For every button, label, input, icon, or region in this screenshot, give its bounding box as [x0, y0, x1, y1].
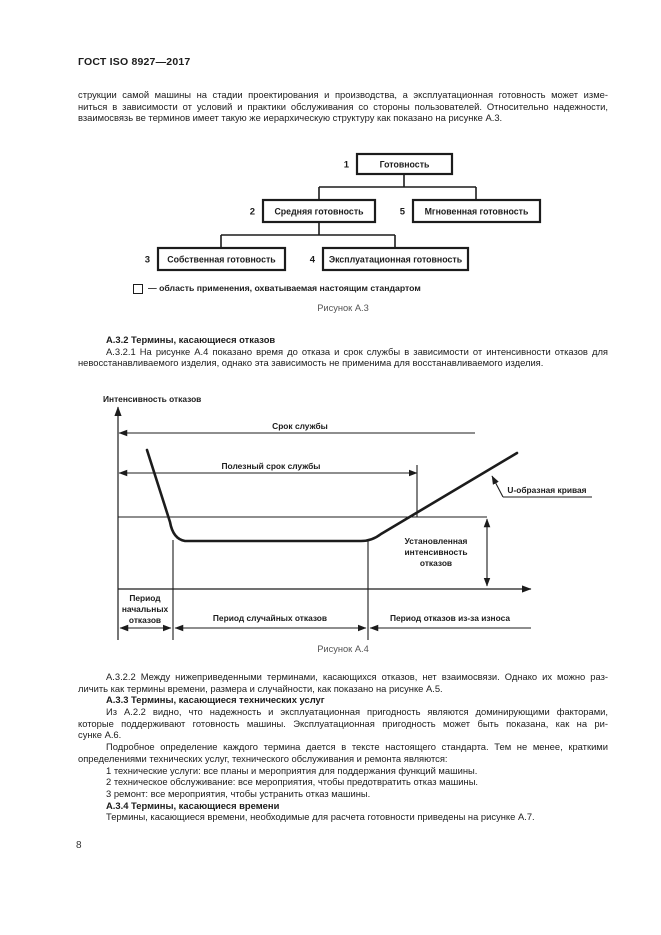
section-heading: А.3.3 Термины, касающиеся технических ус…	[106, 694, 325, 706]
node-number: 2	[250, 207, 255, 218]
box-outline-icon	[133, 283, 143, 294]
established-label: интенсивность	[405, 547, 468, 557]
section-heading: А.3.4 Термины, касающиеся времени	[106, 799, 280, 811]
paragraph-line: Подробное определение каждого термина да…	[106, 741, 608, 753]
node-number: 1	[344, 160, 350, 171]
intro-paragraph: струкции самой машины на стадии проектир…	[78, 89, 608, 124]
figure-a4-chart: Интенсивность отказов Срок службы Полезн…	[103, 394, 592, 640]
figure-a3-diagram: 1 Готовность 2 Средняя готовность 5 Мгно…	[145, 152, 542, 272]
period-initial-label: Период	[129, 593, 161, 603]
paragraph-line: сунке А.6.	[78, 729, 122, 741]
established-label: отказов	[420, 558, 452, 568]
node-label: Мгновенная готовность	[425, 207, 529, 217]
list-item: 2 техническое обслуживание: все мероприя…	[106, 776, 479, 788]
node-number: 3	[145, 255, 150, 266]
paragraph-line: Термины, касающиеся времени, необходимые…	[106, 811, 535, 823]
section-a32: А.3.2 Термины, касающиеся отказов А.3.2.…	[78, 334, 608, 369]
paragraph-line: личить как термины времени, размера и сл…	[78, 682, 443, 694]
paragraph-line: струкции самой машины на стадии проектир…	[78, 89, 608, 100]
node-box-mean-availability	[261, 198, 377, 224]
section-heading: А.3.2 Термины, касающиеся отказов	[106, 334, 276, 345]
period-random-label: Период случайных отказов	[213, 613, 327, 623]
node-number: 4	[310, 255, 316, 266]
node-number: 5	[400, 207, 406, 218]
paragraph-line: невосстанавливаемого изделия, однако эта…	[78, 357, 544, 369]
period-wear-label: Период отказов из-за износа	[390, 613, 510, 623]
node-box-availability	[355, 152, 454, 176]
u-curve-label: U-образная кривая	[507, 485, 586, 495]
paragraph-line: определениями технических услуг, техниче…	[78, 752, 448, 764]
u-curve-leader-arrow	[491, 475, 504, 498]
established-label: Установленная	[405, 536, 468, 546]
service-life-label: Срок службы	[272, 421, 328, 431]
lower-text: А.3.2.2 Между нижеприведенными терминами…	[78, 671, 608, 823]
node-box-inherent-availability	[156, 246, 287, 272]
figure-a3-legend: — область применения, охватываемая насто…	[133, 283, 421, 294]
y-axis-label: Интенсивность отказов	[103, 394, 201, 404]
paragraph-line: взаимосвязь ве терминов имеет такую же и…	[78, 112, 503, 124]
period-initial-label: отказов	[129, 615, 161, 625]
paragraph-line: А.3.2.2 Между нижеприведенными терминами…	[106, 671, 608, 682]
period-initial-label: начальных	[122, 604, 169, 614]
node-label: Собственная готовность	[167, 255, 276, 265]
paragraph-line: Из А.2.2 видно, что надежность и эксплуа…	[106, 706, 608, 718]
list-item: 3 ремонт: все мероприятия, чтобы устрани…	[106, 787, 371, 799]
node-box-instantaneous-availability	[411, 198, 542, 224]
paragraph-line: ниться в зависимости от условий и практи…	[78, 100, 608, 112]
node-label: Готовность	[380, 160, 430, 170]
node-box-operational-availability	[321, 246, 470, 272]
useful-life-label: Полезный срок службы	[222, 461, 321, 471]
document-title: ГОСТ ISO 8927—2017	[78, 56, 191, 68]
node-label: Средняя готовность	[274, 207, 364, 217]
page-number: 8	[76, 840, 82, 851]
figure-a3-caption: Рисунок А.3	[317, 303, 369, 313]
node-label: Эксплуатационная готовность	[329, 255, 463, 265]
paragraph-line: А.3.2.1 На рисунке А.4 показано время до…	[106, 345, 608, 357]
bathtub-curve	[145, 448, 519, 543]
paragraph-line: которые поддерживают готовность машины. …	[78, 717, 608, 729]
list-item: 1 технические услуги: все планы и меропр…	[106, 764, 478, 776]
legend-text: — область применения, охватываемая насто…	[148, 283, 421, 293]
figure-a4-caption: Рисунок А.4	[317, 644, 369, 654]
